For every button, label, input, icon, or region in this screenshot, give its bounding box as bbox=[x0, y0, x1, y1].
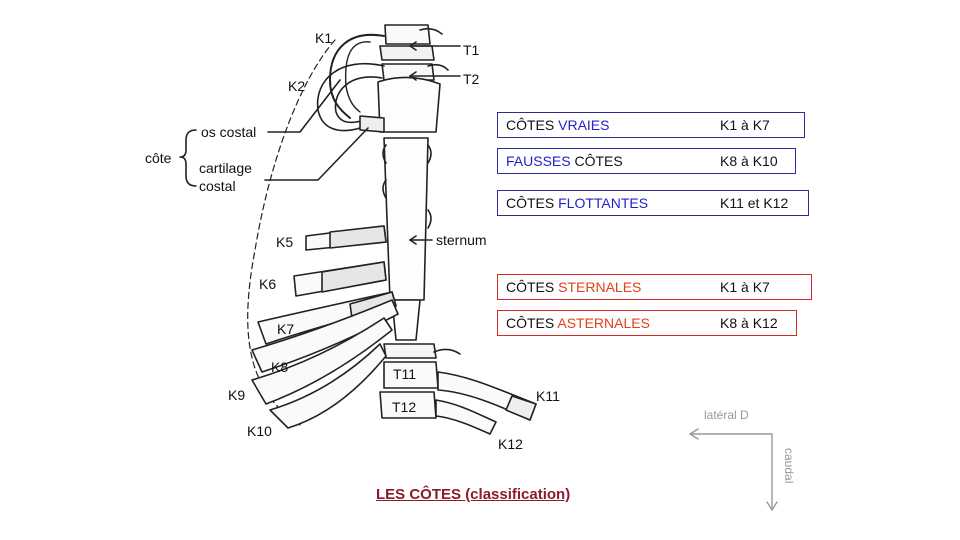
rib-label-k1: K1 bbox=[315, 30, 333, 46]
vertebra-label-t1: T1 bbox=[463, 42, 480, 58]
box-name: CÔTES STERNALES bbox=[506, 279, 642, 295]
box-range: K8 à K10 bbox=[720, 153, 778, 169]
box-cotes-vraies: CÔTES VRAIES K1 à K7 bbox=[497, 112, 805, 138]
box-name: CÔTES ASTERNALES bbox=[506, 315, 650, 331]
box-fausses-cotes: FAUSSES CÔTES K8 à K10 bbox=[497, 148, 796, 174]
box-name: FAUSSES CÔTES bbox=[506, 153, 623, 169]
rib-label-k11: K11 bbox=[536, 388, 560, 404]
vertebra-label-t11: T11 bbox=[393, 366, 417, 382]
box-cotes-sternales: CÔTES STERNALES K1 à K7 bbox=[497, 274, 812, 300]
label-os-costal: os costal bbox=[201, 124, 257, 140]
rib-label-k6: K6 bbox=[259, 276, 277, 292]
box-range: K1 à K7 bbox=[720, 117, 770, 133]
box-name: CÔTES VRAIES bbox=[506, 117, 610, 133]
vertebra-label-t2: T2 bbox=[463, 71, 480, 87]
rib-label-k8: K8 bbox=[271, 359, 289, 375]
rib-label-k12: K12 bbox=[498, 436, 523, 452]
orientation-lateral: latéral D bbox=[704, 408, 749, 422]
box-cotes-asternales: CÔTES ASTERNALES K8 à K12 bbox=[497, 310, 797, 336]
orientation-caudal: caudal bbox=[782, 448, 796, 484]
box-name: CÔTES FLOTTANTES bbox=[506, 195, 649, 211]
rib-label-k10: K10 bbox=[247, 423, 272, 439]
rib-label-k7: K7 bbox=[277, 321, 295, 337]
vertebra-label-t12: T12 bbox=[392, 399, 417, 415]
label-sternum: sternum bbox=[436, 232, 487, 248]
box-range: K8 à K12 bbox=[720, 315, 778, 331]
label-cote: côte bbox=[145, 150, 172, 166]
rib-label-k9: K9 bbox=[228, 387, 246, 403]
box-range: K11 et K12 bbox=[720, 195, 789, 211]
page-title: LES CÔTES (classification) bbox=[376, 486, 571, 503]
box-range: K1 à K7 bbox=[720, 279, 770, 295]
label-costal: costal bbox=[199, 178, 236, 194]
rib-label-k2: K2 bbox=[288, 78, 306, 94]
box-cotes-flottantes: CÔTES FLOTTANTES K11 et K12 bbox=[497, 190, 809, 216]
rib-label-k5: K5 bbox=[276, 234, 294, 250]
label-cartilage: cartilage bbox=[199, 160, 252, 176]
